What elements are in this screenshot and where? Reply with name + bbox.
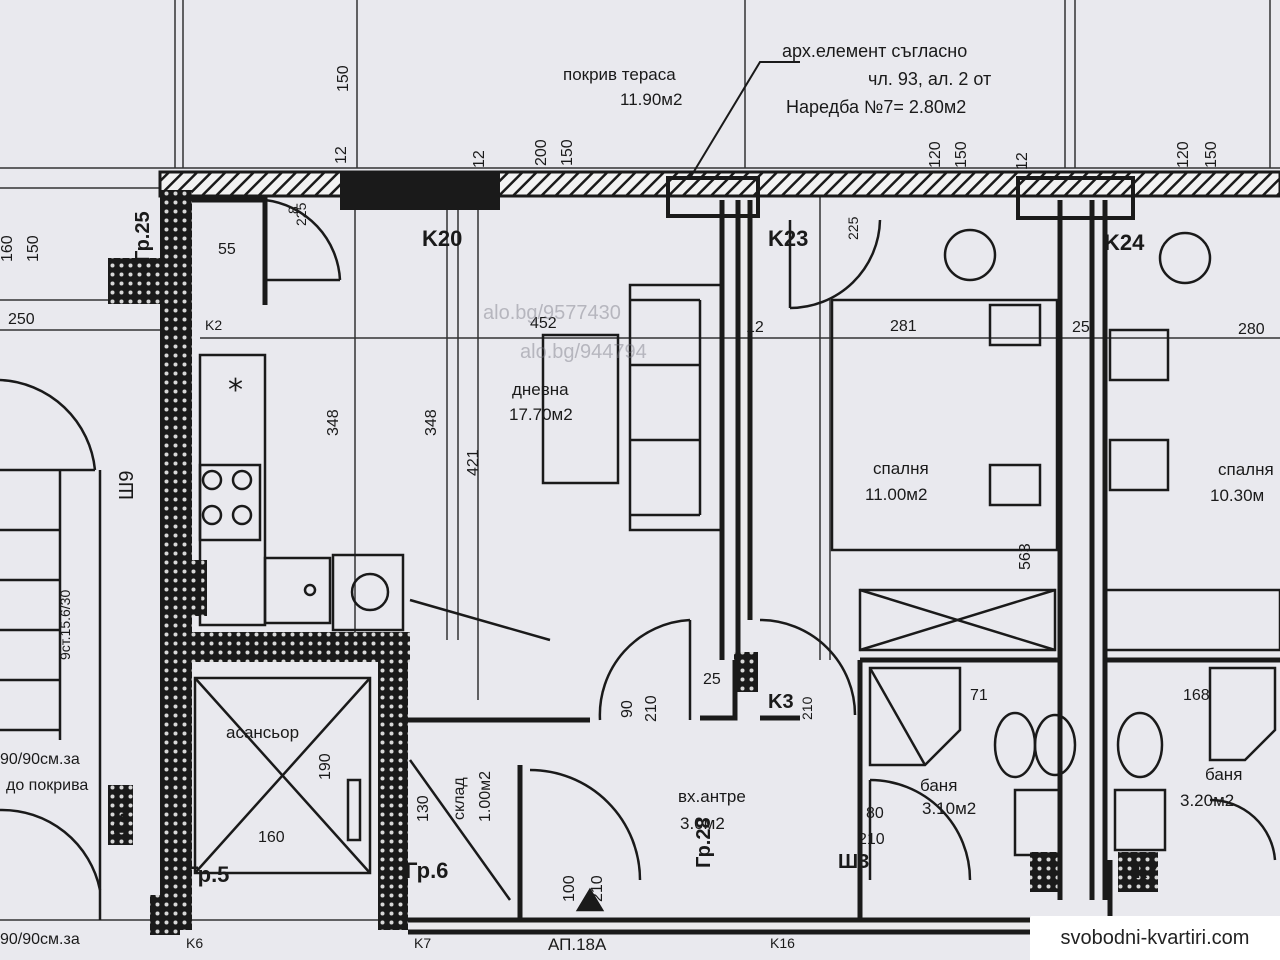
dim-210-b: 210 <box>858 831 885 848</box>
dim-160-v: 160 <box>0 235 16 262</box>
watermark-1: alo.bg/9577430 <box>483 302 621 324</box>
structural-walls <box>108 190 1158 935</box>
elevator-and-stairs <box>0 378 605 920</box>
dim-120-b: 120 <box>1175 141 1192 168</box>
dim-150-d: 150 <box>1203 141 1220 168</box>
dim-100: 100 <box>561 875 578 902</box>
dim-120-a: 120 <box>927 141 944 168</box>
dim-210-c: 210 <box>589 875 606 902</box>
living-furniture <box>541 283 724 532</box>
doors <box>264 198 972 881</box>
dim-12-h: 12 <box>746 319 764 336</box>
dim-421: 421 <box>465 449 482 476</box>
dim-281: 281 <box>890 318 917 335</box>
watermark-2: alo.bg/944794 <box>520 341 647 363</box>
dim-25-door: 25 <box>703 671 721 688</box>
hall-area: 3.0м2 <box>680 814 725 833</box>
column-k8: К8 <box>111 813 131 834</box>
dim-80: 80 <box>866 805 884 822</box>
dim-150-c: 150 <box>953 141 970 168</box>
bedroom1-area: 11.00м2 <box>865 485 928 504</box>
stair-note: 9ст.15.6/30 <box>57 589 73 660</box>
dim-12-c: 12 <box>1014 152 1031 170</box>
dim-150-a: 150 <box>335 65 352 92</box>
living-room-name: дневна <box>512 380 569 399</box>
dim-563: 563 <box>1017 543 1034 570</box>
dim-150-e: 150 <box>25 235 42 262</box>
dim-348-b: 348 <box>423 409 440 436</box>
site-footer-link[interactable]: svobodni-kvartiri.com <box>1030 916 1280 960</box>
column-k2: K2 <box>205 317 223 333</box>
arch-note-line-2: чл. 93, ал. 2 от <box>868 69 992 89</box>
dim-12-b: 12 <box>471 150 488 168</box>
dim-25-h: 25 <box>1072 319 1090 336</box>
arch-note-leader <box>689 61 800 179</box>
storage-name: склад <box>451 777 468 820</box>
dim-348-a: 348 <box>325 409 342 436</box>
column-k16: K16 <box>770 935 795 951</box>
group-gr5: Гр.5 <box>186 862 230 887</box>
roof-terrace-name: покрив тераса <box>563 65 676 84</box>
dim-168: 168 <box>1183 687 1210 704</box>
note-hatch-2: до покрива <box>6 777 89 794</box>
column-k3: K3 <box>768 691 794 713</box>
apartment-label: АП.18А <box>548 935 607 954</box>
dim-8: 8 <box>285 206 301 214</box>
dim-160: 160 <box>258 829 285 846</box>
group-gr28: Гр.28 <box>693 817 715 868</box>
bath1-name: баня <box>920 776 958 795</box>
column-k24: K24 <box>1104 230 1145 255</box>
dim-12-a: 12 <box>333 146 350 164</box>
column-k7: K7 <box>414 935 432 951</box>
dim-250: 250 <box>8 311 35 328</box>
note-hatch-1: 90/90см.за <box>0 751 80 768</box>
bathroom-fixtures <box>868 666 1277 861</box>
dim-225-b: 225 <box>845 216 861 240</box>
bath1-area: 3.10м2 <box>922 799 977 818</box>
dim-210-k3: 210 <box>799 696 815 720</box>
site-name: svobodni-kvartiri.com <box>1060 926 1250 949</box>
bath2-name: баня <box>1205 765 1243 784</box>
dim-280: 280 <box>1238 321 1265 338</box>
arch-note-line-3: Наредба №7= 2.80м2 <box>786 97 967 117</box>
column-k6: K6 <box>186 935 204 951</box>
dim-130: 130 <box>415 795 432 822</box>
facade-wall <box>158 170 1280 198</box>
column-k7-right: К7 <box>1135 861 1159 883</box>
dim-90: 90 <box>619 700 636 718</box>
group-gr6: Гр.6 <box>405 858 449 883</box>
hall-name: вх.антре <box>678 787 746 806</box>
dim-150-b: 150 <box>559 139 576 166</box>
elevator-name: асансьор <box>226 723 300 742</box>
interior-walls <box>192 197 1280 935</box>
dim-210-a: 210 <box>643 695 660 722</box>
bath2-area: 3.20м2 <box>1180 791 1235 810</box>
bedroom1-name: спалня <box>873 459 929 478</box>
dim-190: 190 <box>317 753 334 780</box>
dim-200: 200 <box>533 139 550 166</box>
group-gr25: Гр.25 <box>132 211 154 262</box>
dim-55: 55 <box>218 241 236 258</box>
kitchen-fixtures: * <box>198 353 405 632</box>
svg-text:*: * <box>228 373 243 408</box>
shaft-sh3: Ш3 <box>838 851 870 873</box>
arch-note-line-1: арх.елемент съгласно <box>782 41 968 61</box>
column-k23: K23 <box>768 226 809 251</box>
bedroom-furniture <box>830 228 1280 652</box>
living-room-area: 17.70м2 <box>509 405 573 424</box>
column-k20: K20 <box>422 226 463 251</box>
shaft-sh9: Ш9 <box>116 470 138 500</box>
note-hatch-3: 90/90см.за <box>0 931 80 948</box>
living-width-dim: 452 <box>530 315 557 332</box>
storage-area: 1.00м2 <box>477 770 494 822</box>
bedroom2-name: спалня <box>1218 460 1274 479</box>
roof-terrace-area: 11.90м2 <box>620 90 683 109</box>
bedroom2-area: 10.30м <box>1210 486 1265 505</box>
dim-71: 71 <box>970 687 988 704</box>
